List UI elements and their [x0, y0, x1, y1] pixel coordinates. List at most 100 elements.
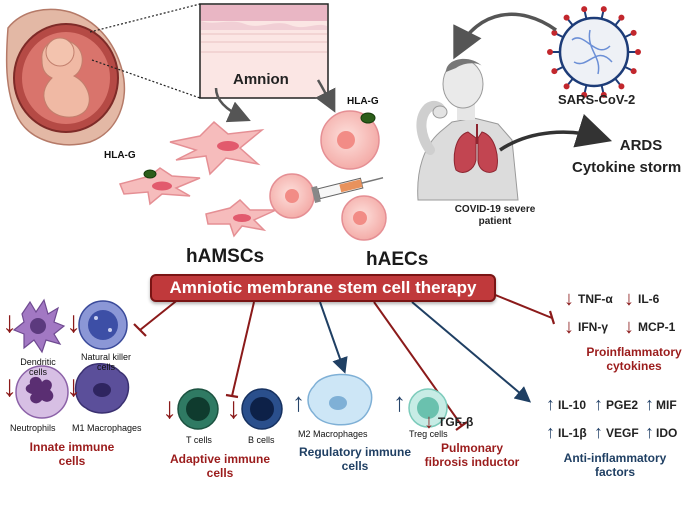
virus-spike-tip	[551, 68, 558, 75]
virus-spike-tip	[600, 91, 607, 98]
il1b-label: IL-1β	[558, 426, 587, 440]
arrow-virus-to-patient	[453, 12, 558, 60]
virus-spikes	[547, 6, 641, 98]
sars-cov-2-virus	[558, 16, 630, 88]
zoom-line-top	[89, 3, 201, 33]
hamscs-label: hAMSCs	[186, 246, 265, 267]
fibrosis-title: Pulmonary fibrosis inductor	[424, 441, 520, 469]
up-arrow-il10: ↑	[546, 394, 555, 414]
virus-spike-tip	[563, 14, 570, 21]
inhibit-adaptive	[231, 301, 255, 397]
natural-killer-cell-icon	[78, 300, 128, 350]
virus-spike-tip	[618, 14, 625, 21]
virus-spike-tip	[600, 6, 607, 13]
down-arrow-t-cells: ↓	[162, 392, 177, 425]
hamsc-cells	[118, 120, 277, 238]
down-arrow-il6: ↓	[624, 288, 634, 310]
therapy-banner: Amniotic membrane stem cell therapy	[150, 274, 496, 302]
t-cell-icon	[177, 388, 219, 430]
m2-macrophage-icon	[307, 373, 373, 426]
down-arrow-dendritic: ↓	[2, 306, 17, 339]
tgf-beta-label: TGF-β	[438, 415, 474, 429]
up-arrow-pge2: ↑	[594, 394, 603, 414]
patient-label: COVID-19 severe patient	[454, 204, 536, 227]
antiinflammatory-title: Anti-inflammatory factors	[563, 451, 667, 479]
virus-spike	[624, 32, 633, 39]
virus-spike-tip	[547, 49, 553, 55]
down-arrow-mcp1: ↓	[624, 316, 634, 338]
adaptive-title: Adaptive immune cells	[169, 452, 271, 480]
virus-spike	[624, 65, 633, 72]
up-arrow-treg: ↑	[393, 387, 406, 417]
arrow-amnion-to-hamscs	[214, 87, 251, 123]
mcp1-label: MCP-1	[638, 320, 676, 334]
hla-g-label-top: HLA-G	[347, 96, 379, 107]
nk-cells-label: Natural killer cells	[80, 352, 131, 373]
virus-spike-tip	[551, 29, 558, 36]
neutrophil-icon	[15, 365, 69, 419]
up-arrow-il1b: ↑	[546, 422, 555, 442]
virus-spike-tip	[563, 83, 570, 90]
arrow-amnion-to-haecs	[315, 79, 336, 113]
arrow-patient-to-ards	[499, 113, 613, 152]
b-cells-label: B cells	[248, 435, 275, 445]
virus-spike-tip	[618, 83, 625, 90]
sars-label: SARS-CoV-2	[558, 92, 636, 107]
zoom-line-bottom	[91, 59, 201, 99]
down-arrow-neutrophils: ↓	[2, 370, 17, 403]
haecs-label: hAECs	[366, 249, 429, 270]
virus-spike	[583, 10, 588, 20]
dendritic-cell-icon	[12, 298, 66, 354]
down-arrow-b-cells: ↓	[226, 392, 241, 425]
virus-spike	[555, 65, 564, 72]
m1-macrophage-icon	[74, 363, 130, 414]
treg-cells-label: Treg cells	[409, 429, 448, 439]
virus-spike	[600, 84, 605, 94]
dendritic-cells-label: Dendritic cells	[20, 357, 56, 378]
virus-spike	[600, 10, 605, 20]
virus-spike	[583, 84, 588, 94]
virus-spike	[614, 77, 621, 86]
pregnancy-illustration	[5, 8, 126, 146]
ifn-label: IFN-γ	[578, 320, 608, 334]
up-arrow-m2: ↑	[292, 387, 305, 417]
virus-spike-tip	[635, 49, 641, 55]
down-arrow-nk: ↓	[66, 306, 81, 339]
innate-title: Innate immune cells	[29, 440, 115, 468]
amnion-label: Amnion	[233, 71, 289, 88]
il10-label: IL-10	[558, 398, 587, 412]
mif-label: MIF	[656, 398, 677, 412]
vegf-label: VEGF	[606, 426, 639, 440]
promote-antiinflammatory	[411, 301, 532, 403]
down-arrow-tgf: ↓	[424, 411, 434, 433]
virus-spike	[567, 18, 574, 27]
ards-label: ARDS	[619, 137, 663, 154]
m2-macrophages-label: M2 Macrophages	[298, 429, 368, 439]
hla-g-label-left: HLA-G	[104, 150, 136, 161]
virus-spike-tip	[581, 91, 588, 98]
amnion-tissue-box	[199, 3, 329, 99]
ido-label: IDO	[656, 426, 678, 440]
inhibit-proinflammatory	[487, 291, 553, 319]
virus-spike	[614, 18, 621, 27]
virus-spike	[567, 77, 574, 86]
pge2-label: PGE2	[606, 398, 639, 412]
virus-spike-tip	[630, 68, 637, 75]
down-arrow-tnf: ↓	[564, 288, 574, 310]
t-cells-label: T cells	[186, 435, 212, 445]
promote-regulatory	[319, 301, 348, 374]
down-arrow-m1: ↓	[66, 370, 81, 403]
virus-spike-tip	[581, 6, 588, 13]
treg-cell-icon	[408, 388, 448, 428]
virus-spike-tip	[630, 29, 637, 36]
virus-spike	[555, 32, 564, 39]
neutrophils-label: Neutrophils	[10, 423, 56, 433]
b-cell-icon	[241, 388, 283, 430]
proinflammatory-title: Proinflammatory cytokines	[586, 345, 682, 373]
up-arrow-mif: ↑	[645, 394, 654, 414]
regulatory-title: Regulatory immune cells	[298, 445, 412, 473]
up-arrow-vegf: ↑	[594, 422, 603, 442]
down-arrow-ifn: ↓	[564, 316, 574, 338]
